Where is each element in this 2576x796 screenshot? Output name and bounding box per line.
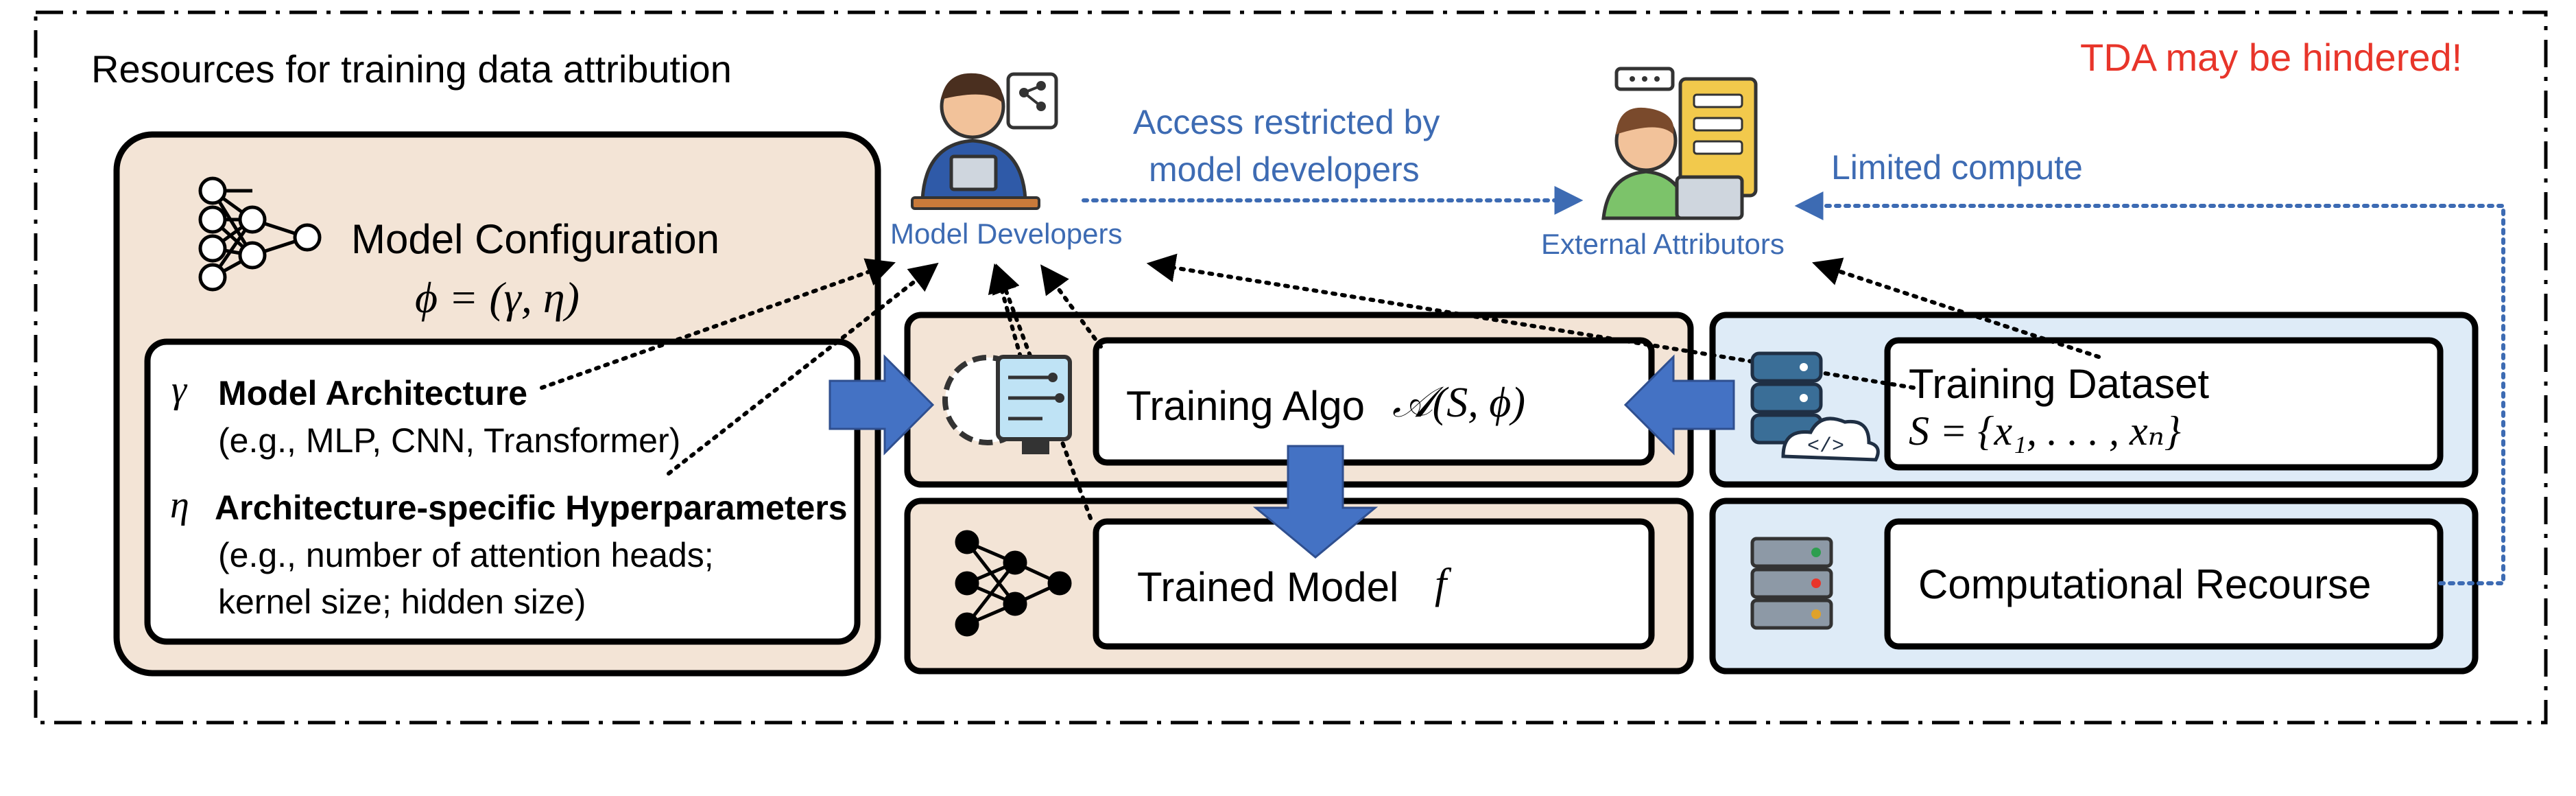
database-cloud-icon: </> xyxy=(1750,351,1880,462)
model-config-title: Model Configuration xyxy=(351,216,719,262)
developers-label: Model Developers xyxy=(890,218,1123,250)
limited-compute-label: Limited compute xyxy=(1831,148,2083,187)
model-config-formula: ϕ = (γ, η) xyxy=(415,273,580,322)
dataset-inner-box xyxy=(1884,337,2444,471)
trained-model-symbol: f xyxy=(1435,561,1447,607)
arch-to-developers-connector xyxy=(540,258,896,390)
limited-compute-connector xyxy=(1794,191,2505,585)
hyper-to-developers-connector xyxy=(667,262,939,476)
neural-network-icon xyxy=(198,176,322,292)
training-algo-formula: 𝒜(S, ϕ) xyxy=(1392,379,1526,426)
server-icon xyxy=(1750,537,1833,630)
arch-examples: (e.g., MLP, CNN, Transformer) xyxy=(218,421,681,460)
trained-model-network-icon xyxy=(955,530,1072,637)
hyper-examples-1: (e.g., number of attention heads; xyxy=(218,536,714,574)
warning-text: TDA may be hindered! xyxy=(2080,36,2463,79)
outer-frame xyxy=(34,10,2548,725)
config-to-algo-arrow xyxy=(828,354,935,456)
external-attributor-icon xyxy=(1601,67,1758,220)
training-dataset-label: Training Dataset xyxy=(1909,361,2209,407)
algo-to-model-arrow xyxy=(1252,445,1379,559)
diagram-title: Resources for training data attribution xyxy=(91,47,732,91)
access-restricted-label-1: Access restricted by xyxy=(1133,103,1440,141)
trained-model-label: Trained Model xyxy=(1137,564,1399,610)
hyper-symbol: η xyxy=(170,484,189,526)
config-detail-box xyxy=(144,338,861,645)
model-inner-box xyxy=(1093,518,1655,650)
training-gear-icon xyxy=(942,355,1072,454)
dataset-to-algo-arrow xyxy=(1623,354,1735,456)
hyper-examples-2: kernel size; hidden size) xyxy=(218,583,586,621)
access-restricted-label-2: model developers xyxy=(1149,150,1420,189)
computational-resource-label: Computational Recourse xyxy=(1918,561,2372,607)
attributors-label: External Attributors xyxy=(1541,228,1785,260)
hyper-title: Architecture-specific Hyperparameters xyxy=(215,489,848,527)
arch-symbol: γ xyxy=(171,368,187,411)
model-to-developers-connector xyxy=(1040,264,1103,349)
dataset-to-attributors-connector xyxy=(1812,257,2101,359)
model-developer-icon xyxy=(911,72,1058,210)
svg-text:</>: </> xyxy=(1807,435,1844,458)
training-algo-label: Training Algo xyxy=(1126,383,1365,429)
training-dataset-formula: S = {x₁, . . . , xₙ} xyxy=(1909,408,2181,454)
arch-title: Model Architecture xyxy=(218,374,528,412)
